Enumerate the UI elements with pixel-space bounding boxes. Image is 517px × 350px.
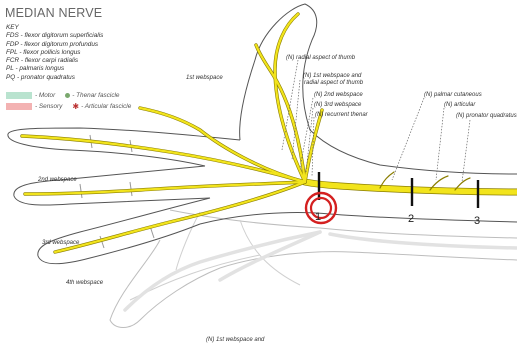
legend-row-sensory: - Sensory ✱- Articular fascicle xyxy=(6,102,131,112)
key-list: KEY FDS - flexor digitorum superficialis… xyxy=(6,24,103,82)
diagram-title: MEDIAN NERVE xyxy=(5,6,102,20)
label-3rd-webspace-nerve: (N) 3rd webspace xyxy=(314,102,362,108)
back-hand-outline xyxy=(110,210,517,328)
thenar-dot-icon xyxy=(65,93,70,98)
sensory-swatch xyxy=(6,103,32,110)
label-recurrent-thenar: (N) recurrent thenar xyxy=(315,112,369,118)
key-item: PL - palmaris longus xyxy=(6,65,103,73)
motor-label: - Motor xyxy=(35,92,55,99)
label-palmar-cutaneous: (N) palmar cutaneous xyxy=(424,92,482,98)
key-item: PQ - pronator quadratus xyxy=(6,74,103,82)
label-2nd-webspace-nerve: (N) 2nd webspace xyxy=(314,92,363,98)
marker-1-label: 1 xyxy=(315,211,321,223)
key-item: FDS - flexor digitorum superficialis xyxy=(6,32,103,40)
key-item: FPL - flexor pollicis longus xyxy=(6,49,103,57)
key-heading: KEY xyxy=(6,24,103,32)
key-item: FCR - flexor carpi radialis xyxy=(6,57,103,65)
label-3rd-webspace: 3rd webspace xyxy=(42,240,80,246)
label-2nd-webspace: 2nd webspace xyxy=(37,177,77,183)
back-hand-nerves xyxy=(125,232,517,310)
label-1st-webspace: 1st webspace xyxy=(186,75,223,81)
legend: - Motor - Thenar fascicle - Sensory ✱- Art… xyxy=(6,92,131,112)
articular-label: - Articular fascicle xyxy=(81,103,131,110)
motor-swatch xyxy=(6,92,32,99)
label-bottom: (N) 1st webspace and xyxy=(206,337,265,343)
label-pronator-quadratus: (N) pronator quadratus xyxy=(456,113,517,119)
label-4th-webspace: 4th webspace xyxy=(66,280,104,286)
sensory-label: - Sensory xyxy=(35,103,62,110)
label-radial-aspect: radial aspect of thumb xyxy=(304,80,364,86)
marker-2-label: 2 xyxy=(408,213,414,225)
thenar-label: - Thenar fascicle xyxy=(72,92,119,99)
label-articular: (N) articular xyxy=(444,102,476,108)
marker-3-label: 3 xyxy=(474,215,480,227)
articular-star-icon: ✱ xyxy=(72,102,79,111)
legend-row-motor: - Motor - Thenar fascicle xyxy=(6,92,131,102)
label-radial-thumb: (N) radial aspect of thumb xyxy=(286,55,356,61)
label-1st-webspace-nerve: (N) 1st webspace and xyxy=(303,73,362,79)
key-item: FDP - flexor digitorum profundus xyxy=(6,41,103,49)
